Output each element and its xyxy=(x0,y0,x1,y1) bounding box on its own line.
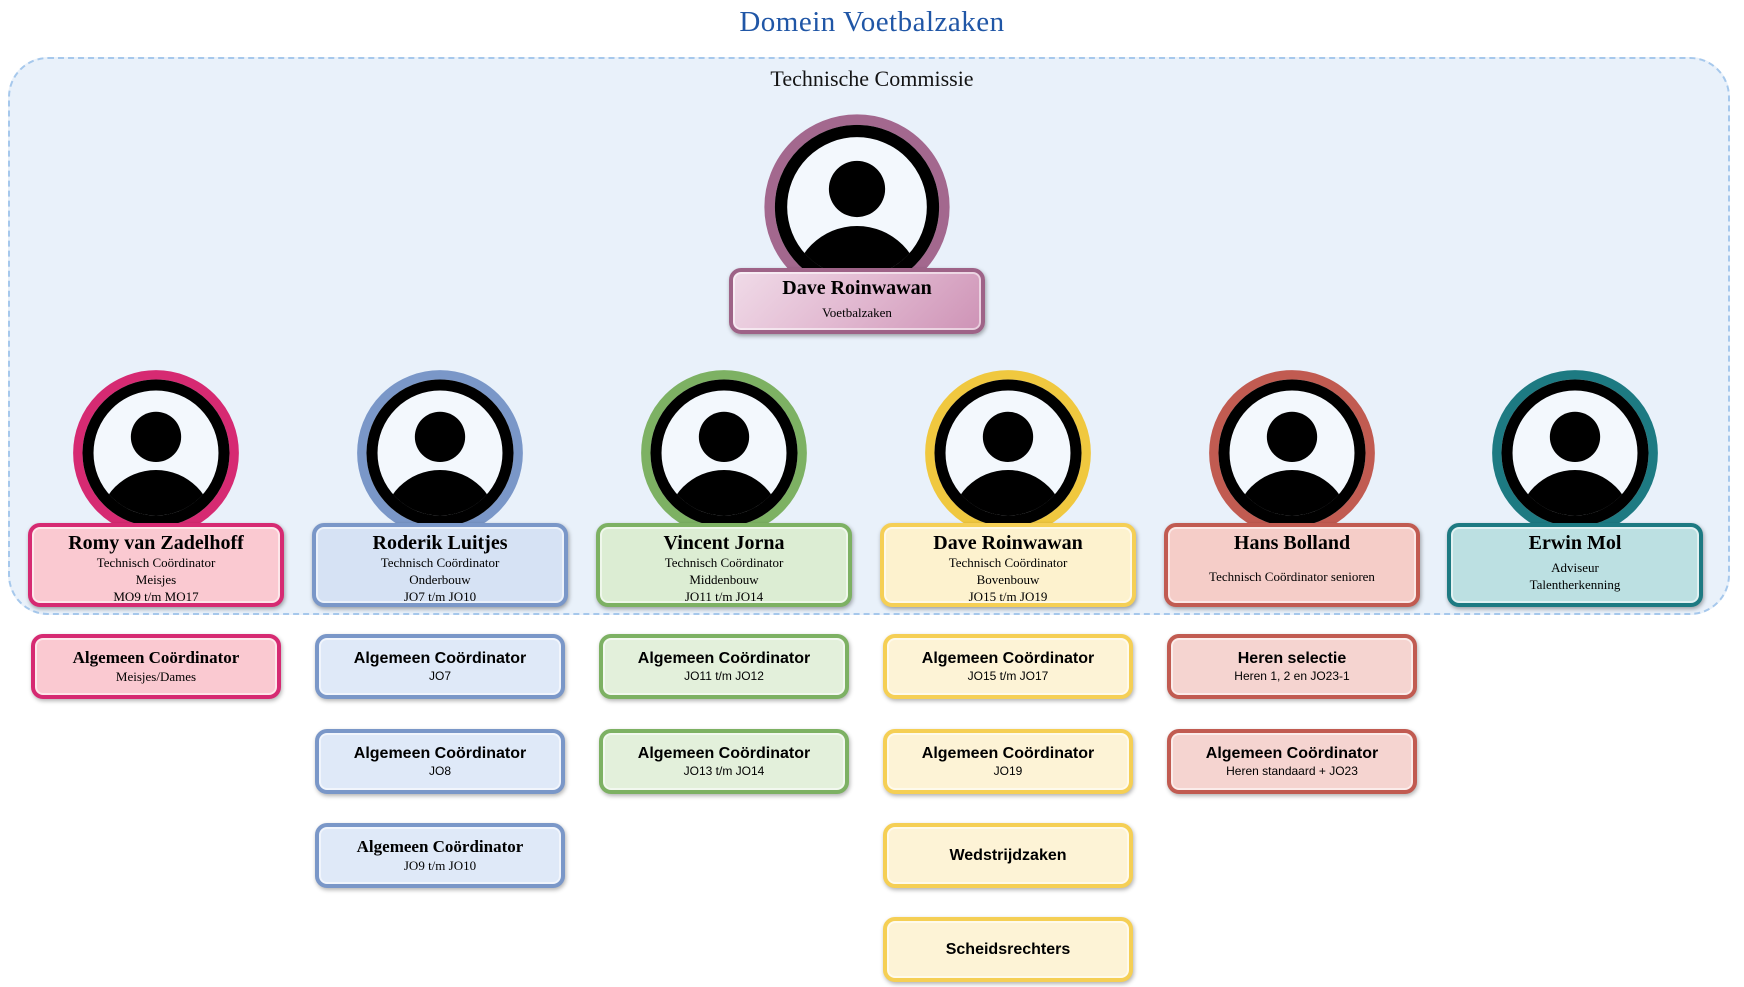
role-box: Algemeen Coördinator Heren standaard + J… xyxy=(1167,729,1417,794)
person-role-line: Technisch Coördinator xyxy=(96,555,216,570)
role-box: Heren selectie Heren 1, 2 en JO23-1 xyxy=(1167,634,1417,699)
role-box-title: Scheidsrechters xyxy=(945,940,1071,958)
person-role-line: JO7 t/m JO10 xyxy=(403,588,477,604)
person-role-line: Technisch Coördinator xyxy=(948,555,1068,570)
role-box-title: Algemeen Coördinator xyxy=(637,649,811,667)
person-roles: Voetbalzaken xyxy=(822,300,892,326)
role-box: Algemeen Coördinator JO8 xyxy=(315,729,565,794)
person-name: Erwin Mol xyxy=(1528,532,1622,554)
role-box: Algemeen Coördinator JO11 t/m JO12 xyxy=(599,634,849,699)
role-box-subtitle: JO11 t/m JO12 xyxy=(684,668,764,683)
person-avatar-icon xyxy=(923,368,1093,538)
chart-title: Domein Voetbalzaken xyxy=(739,6,1005,38)
role-box-title: Algemeen Coördinator xyxy=(353,744,527,762)
person-role-line: Technisch Coördinator xyxy=(664,555,784,570)
person-role-line: Technisch Coördinator senioren xyxy=(1209,568,1375,584)
person-name: Hans Bolland xyxy=(1233,532,1351,554)
person-node: Hans Bolland Technisch Coördinator senio… xyxy=(1164,523,1420,607)
role-box-subtitle: JO15 t/m JO17 xyxy=(967,668,1049,683)
person-role-line: JO11 t/m JO14 xyxy=(684,588,764,604)
person-avatar-icon xyxy=(1207,368,1377,538)
role-box-subtitle: JO19 xyxy=(993,763,1023,778)
person-name: Dave Roinwawan xyxy=(933,532,1083,554)
role-box-title: Algemeen Coördinator xyxy=(921,744,1095,762)
person-avatar-icon xyxy=(639,368,809,538)
role-box: Algemeen Coördinator JO9 t/m JO10 xyxy=(315,823,565,888)
role-box: Algemeen Coördinator Meisjes/Dames xyxy=(31,634,281,699)
person-roles: Technisch Coördinator Onderbouw JO7 t/m … xyxy=(381,555,500,606)
role-box-title: Algemeen Coördinator xyxy=(1205,744,1379,762)
person-name: Vincent Jorna xyxy=(663,532,785,554)
person-roles: Technisch Coördinator Middenbouw JO11 t/… xyxy=(665,555,784,606)
person-node: Romy van Zadelhoff Technisch Coördinator… xyxy=(28,523,284,607)
person-node: Dave Roinwawan Technisch Coördinator Bov… xyxy=(880,523,1136,607)
role-box-title: Heren selectie xyxy=(1237,649,1347,667)
role-box: Algemeen Coördinator JO13 t/m JO14 xyxy=(599,729,849,794)
person-role-line: Technisch Coördinator xyxy=(380,555,500,570)
role-box: Scheidsrechters xyxy=(883,917,1133,982)
role-box-title: Wedstrijdzaken xyxy=(949,846,1067,864)
person-roles: Technisch Coördinator Meisjes MO9 t/m MO… xyxy=(97,555,216,606)
role-box: Algemeen Coördinator JO19 xyxy=(883,729,1133,794)
role-box-subtitle: JO8 xyxy=(428,763,451,778)
role-box-subtitle: JO13 t/m JO14 xyxy=(683,763,765,778)
person-node: Vincent Jorna Technisch Coördinator Midd… xyxy=(596,523,852,607)
role-box-title: Algemeen Coördinator xyxy=(353,649,527,667)
role-box-subtitle: Heren 1, 2 en JO23-1 xyxy=(1234,668,1350,683)
person-role-line: JO15 t/m JO19 xyxy=(968,588,1048,604)
role-box-subtitle: Meisjes/Dames xyxy=(115,668,197,684)
person-role-line: Voetbalzaken xyxy=(822,304,892,320)
person-roles: Adviseur Talentherkenning xyxy=(1530,555,1621,599)
person-avatar-icon xyxy=(355,368,525,538)
person-node: Roderik Luitjes Technisch Coördinator On… xyxy=(312,523,568,607)
person-node: Erwin Mol Adviseur Talentherkenning xyxy=(1447,523,1703,607)
person-avatar-icon xyxy=(71,368,241,538)
person-name: Roderik Luitjes xyxy=(372,532,508,554)
role-box-title: Algemeen Coördinator xyxy=(72,648,240,668)
person-role-line: Middenbouw xyxy=(689,571,759,587)
person-role-line: Talentherkenning xyxy=(1529,577,1621,592)
person-avatar-icon xyxy=(1490,368,1660,538)
person-node: Dave Roinwawan Voetbalzaken xyxy=(729,268,985,334)
person-role-line: Adviseur xyxy=(1551,560,1599,576)
person-roles: Technisch Coördinator Bovenbouw JO15 t/m… xyxy=(949,555,1068,606)
role-box-subtitle: JO7 xyxy=(428,668,451,683)
role-box: Algemeen Coördinator JO15 t/m JO17 xyxy=(883,634,1133,699)
person-name: Romy van Zadelhoff xyxy=(68,532,244,554)
person-role-line: Bovenbouw xyxy=(976,571,1040,587)
role-box: Wedstrijdzaken xyxy=(883,823,1133,888)
person-roles: Technisch Coördinator senioren xyxy=(1209,555,1375,599)
role-box-title: Algemeen Coördinator xyxy=(637,744,811,762)
person-role-line: Meisjes xyxy=(135,571,177,587)
role-box-subtitle: Heren standaard + JO23 xyxy=(1226,763,1358,778)
person-role-line: MO9 t/m MO17 xyxy=(113,588,199,604)
role-box-subtitle: JO9 t/m JO10 xyxy=(403,857,477,873)
group-label: Technische Commissie xyxy=(770,66,974,91)
role-box-title: Algemeen Coördinator xyxy=(356,837,524,857)
person-name: Dave Roinwawan xyxy=(782,277,932,299)
role-box: Algemeen Coördinator JO7 xyxy=(315,634,565,699)
role-box-title: Algemeen Coördinator xyxy=(921,649,1095,667)
person-role-line: Onderbouw xyxy=(409,571,471,587)
